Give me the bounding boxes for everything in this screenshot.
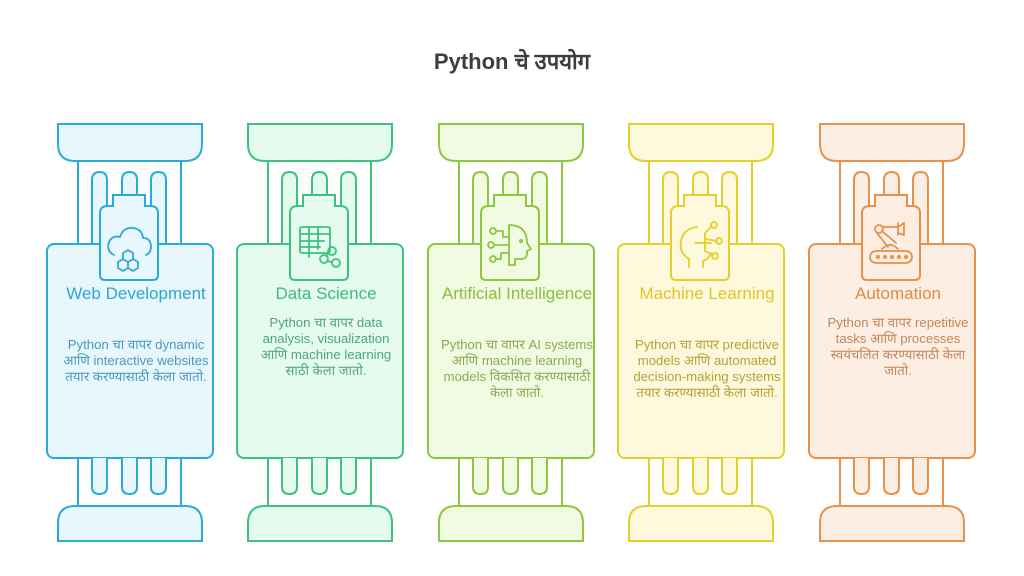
pillar-data-science: Data Science Python चा वापर data analysi… (236, 0, 416, 576)
pillar-title: Artificial Intelligence (441, 284, 593, 303)
pillar-automation: Automation Python चा वापर repetitive tas… (808, 0, 988, 576)
pillar-description: Python चा वापर predictive models आणि aut… (633, 337, 781, 400)
pillar-frame (617, 123, 785, 542)
pillar-description: Python चा वापर data analysis, visualizat… (260, 315, 392, 378)
pillar-frame (808, 123, 976, 542)
pillar-title: Automation (855, 284, 941, 303)
table-share-icon (290, 213, 348, 275)
pillar-frame (427, 123, 595, 542)
robot-arm-conveyor-icon (862, 213, 920, 275)
cloud-hexagons-icon (100, 213, 158, 275)
pillar-title: Machine Learning (639, 284, 775, 303)
pillar-description: Python चा वापर dynamic आणि interactive w… (63, 337, 209, 384)
pillar-machine-learning: Machine Learning Python चा वापर predicti… (617, 0, 797, 576)
pillar-web-development: Web Development Python चा वापर dynamic आ… (46, 0, 226, 576)
pillar-title: Data Science (275, 284, 377, 303)
pillar-description: Python चा वापर repetitive tasks आणि proc… (827, 315, 969, 378)
pillar-frame (46, 123, 214, 542)
ai-head-circuit-icon (481, 213, 539, 275)
pillar-title: Web Development (66, 284, 206, 303)
pillar-description: Python चा वापर AI systems आणि machine le… (441, 337, 593, 400)
diagram-title: Python चे उपयोग (433, 49, 591, 74)
pillar-artificial-intelligence: Artificial Intelligence Python चा वापर A… (427, 0, 607, 576)
pillar-frame (236, 123, 404, 542)
head-network-icon (671, 213, 729, 275)
